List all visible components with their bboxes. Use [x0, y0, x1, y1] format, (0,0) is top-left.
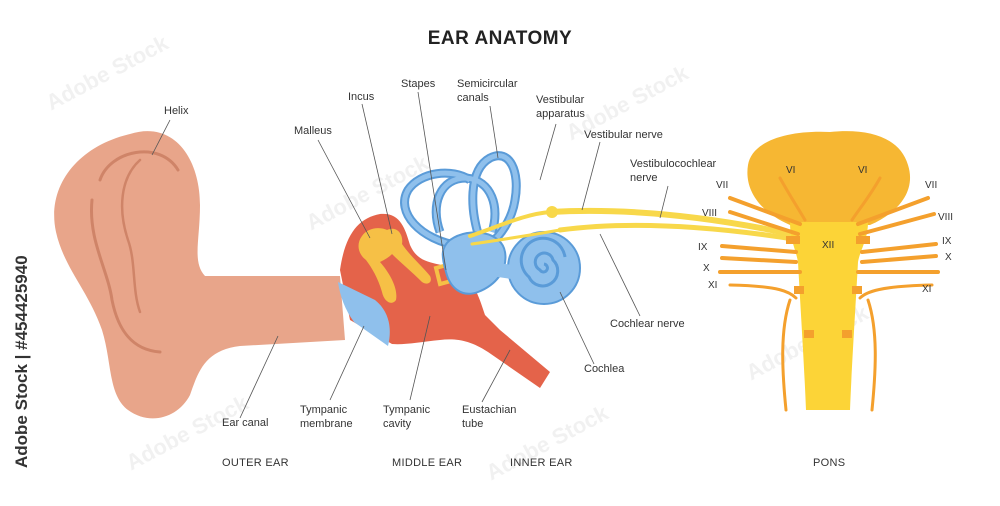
vestibular-ganglion — [546, 206, 558, 218]
cochlea-to-vestibule — [497, 263, 513, 279]
nerve-viii-left: VIII — [702, 208, 718, 219]
semicircular-canals-inner — [402, 153, 519, 249]
leader-lines — [151, 91, 669, 419]
pinna — [54, 131, 345, 419]
stock-separator: | — [12, 349, 31, 360]
middle-ear-cavity — [340, 213, 550, 388]
nerve-vi-left: VI — [786, 165, 796, 176]
label-vestibular-apparatus-2: apparatus — [536, 108, 585, 120]
label-tympanic-cavity-2: cavity — [383, 418, 412, 430]
label-eustachian-1: Eustachian — [462, 404, 517, 416]
nerve-ix-left: IX — [698, 242, 708, 253]
section-pons: PONS — [813, 457, 846, 469]
label-tympanic-membrane-2: membrane — [300, 418, 353, 430]
stock-number: #454425940 — [12, 255, 31, 350]
nerve-ix-right: IX — [942, 236, 952, 247]
nerve-x-right: X — [945, 252, 952, 263]
nerve-xi-right: XI — [922, 284, 932, 295]
label-stapes: Stapes — [401, 78, 436, 90]
section-middle-ear: MIDDLE EAR — [392, 457, 463, 469]
brainstem-shape — [790, 222, 868, 410]
nerve-vi-right: VI — [858, 165, 868, 176]
cochlea-spiral — [519, 236, 567, 288]
xii-root-right — [856, 236, 870, 244]
label-semicircular-1: Semicircular — [457, 78, 518, 90]
xii-root-left — [786, 236, 800, 244]
page-title: EAR ANATOMY — [427, 28, 573, 49]
nerve-viii-right: VIII — [938, 212, 954, 223]
label-incus: Incus — [348, 91, 375, 103]
label-cochlear-nerve: Cochlear nerve — [610, 318, 685, 330]
label-vestibulocochlear-1: Vestibulocochlear — [630, 158, 717, 170]
label-eustachian-2: tube — [462, 418, 484, 430]
nerve-vii-right: VII — [925, 180, 938, 191]
label-tympanic-membrane-1: Tympanic — [300, 404, 348, 416]
nerve-vii-left: VII — [716, 180, 729, 191]
label-ear-canal: Ear canal — [222, 417, 269, 429]
label-helix: Helix — [164, 105, 189, 117]
tympanic-membrane-shape — [338, 282, 390, 346]
nerve-xi-left: XI — [708, 280, 718, 291]
incus-shape — [382, 228, 431, 284]
stock-id: Adobe Stock | #454425940 — [12, 255, 32, 468]
label-vestibular-nerve: Vestibular nerve — [584, 129, 663, 141]
brainstem-mark-right-2 — [842, 330, 852, 338]
vestibulocochlear-nerve — [468, 207, 803, 246]
brainstem-mark-left — [794, 286, 804, 294]
brainstem-mark-right — [852, 286, 862, 294]
nerve-x-left: X — [703, 263, 710, 274]
vestibule — [441, 231, 507, 295]
stock-brand: Adobe Stock — [12, 364, 31, 468]
label-tympanic-cavity-1: Tympanic — [383, 404, 431, 416]
cranial-nerve-roots — [718, 176, 940, 412]
helix-fold — [89, 150, 180, 354]
label-vestibulocochlear-2: nerve — [630, 172, 658, 184]
section-inner-ear: INNER EAR — [510, 457, 573, 469]
label-cochlea: Cochlea — [584, 363, 625, 375]
brainstem-mark-left-2 — [804, 330, 814, 338]
label-malleus: Malleus — [294, 125, 332, 137]
nerve-xii: XII — [822, 240, 835, 251]
label-vestibular-apparatus-1: Vestibular — [536, 94, 585, 106]
antihelix-fold — [120, 158, 142, 314]
brain-shape — [747, 131, 911, 225]
cochlea-shape — [507, 231, 581, 305]
section-outer-ear: OUTER EAR — [222, 457, 289, 469]
label-semicircular-2: canals — [457, 92, 489, 104]
